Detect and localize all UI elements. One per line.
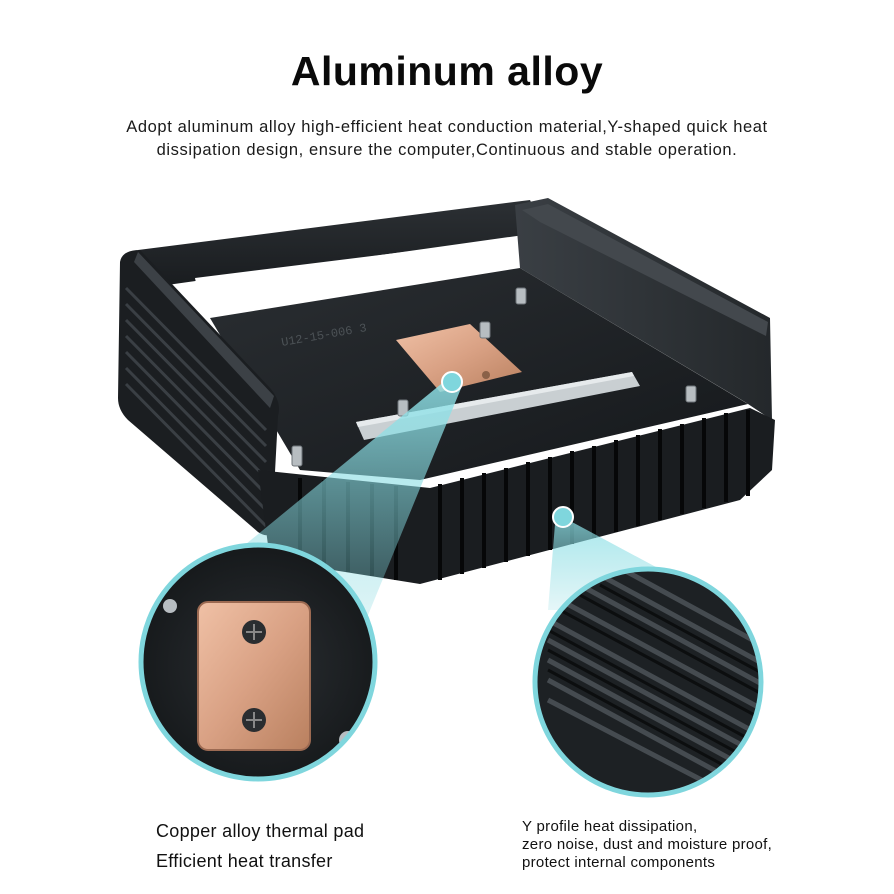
back-wall-cutout [195,244,470,302]
copper-pad-zoom [141,545,375,779]
copper-pad-caption-line-2: Efficient heat transfer [156,851,333,871]
pad-screw-small [482,371,490,379]
standoffs [291,287,697,467]
left-heatsink-fins [124,286,268,528]
heatsink-caption-line-1: Y profile heat dissipation, [522,818,698,835]
page-description: Adopt aluminum alloy high-efficient heat… [60,116,834,162]
chassis-back-wall [138,200,545,286]
left-zoom-ring [138,542,378,782]
page-title: Aluminum alloy [290,48,604,94]
description-line-2: dissipation design, ensure the computer,… [156,141,738,159]
copper-pad-caption: Copper alloy thermal pad Efficient heat … [156,816,364,876]
description-line-1: Adopt aluminum alloy high-efficient heat… [126,118,768,136]
right-wall-rail [522,204,768,336]
heatsink-caption-line-3: protect internal components [522,854,716,871]
heatsink-hotspot [552,506,574,528]
chassis-right-wall [515,198,772,420]
heatsink-caption-line-2: zero noise, dust and moisture proof, [522,836,773,853]
heatsink-zoom [535,569,761,795]
heatsink-caption: Y profile heat dissipation, zero noise, … [522,818,772,872]
copper-pad-caption-line-1: Copper alloy thermal pad [156,821,365,841]
right-zoom-ring [532,566,764,798]
copper-pad-small [396,324,522,392]
back-wall-slot [474,245,493,280]
copper-pad-hotspot [441,371,463,393]
